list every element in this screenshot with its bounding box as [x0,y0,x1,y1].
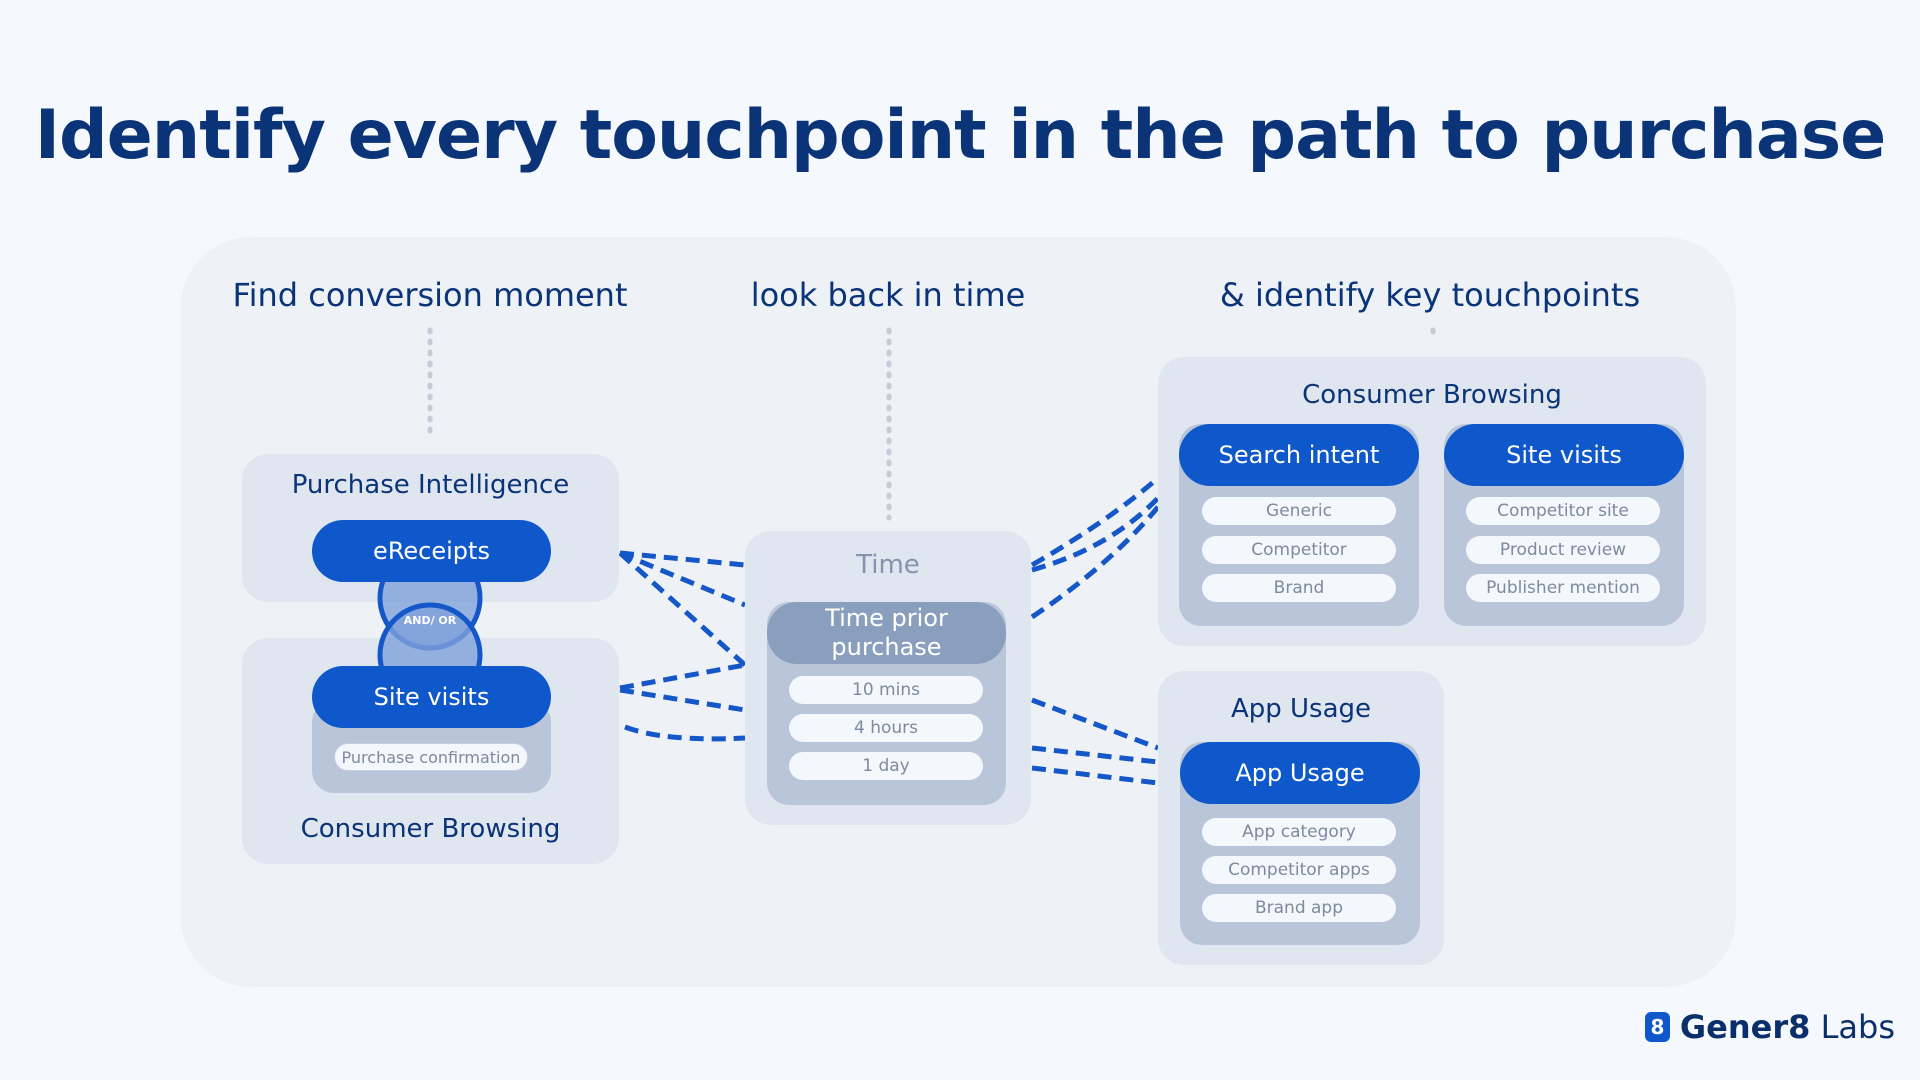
purchase-intelligence-title: Purchase Intelligence [291,470,570,500]
logo-wordmark: Gener8 Labs [1680,1008,1895,1046]
logo-brand: Gener8 [1679,1008,1811,1046]
consumer-browsing-right-title: Consumer Browsing [1302,380,1562,410]
search-chip-generic: Generic [1202,497,1396,525]
search-chip-competitor: Competitor [1202,536,1396,564]
app-chip-app-category: App category [1202,818,1396,846]
ereceipts-pill: eReceipts [312,520,551,582]
consumer-browsing-left-title: Consumer Browsing [300,814,561,844]
time-chip-1-day: 1 day [789,752,983,780]
search-intent-header: Search intent [1179,424,1419,486]
site-visits-left-pill: Site visits [312,666,551,728]
gener8-logo-icon: 8 [1645,1012,1670,1042]
search-chip-brand: Brand [1202,574,1396,602]
and-or-label: AND/ OR [403,614,457,627]
time-prior-purchase-header: Time prior purchase [767,602,1006,664]
app-chip-brand-app: Brand app [1202,894,1396,922]
app-usage-header: App Usage [1180,742,1420,804]
site-visits-right-header: Site visits [1444,424,1684,486]
logo-suffix: Labs [1820,1008,1895,1046]
site-chip-publisher-mention: Publisher mention [1466,574,1660,602]
site-chip-competitor-site: Competitor site [1466,497,1660,525]
page-title: Identify every touchpoint in the path to… [34,96,1887,175]
app-usage-title: App Usage [1230,694,1372,724]
time-title: Time [856,550,920,580]
time-chip-10-mins: 10 mins [789,676,983,704]
column-heading-find-conversion: Find conversion moment [232,276,628,314]
app-chip-competitor-apps: Competitor apps [1202,856,1396,884]
purchase-confirmation-chip: Purchase confirmation [334,743,528,771]
gener8-labs-logo: 8 Gener8 Labs [1645,1007,1895,1047]
time-chip-4-hours: 4 hours [789,714,983,742]
column-heading-look-back: look back in time [750,276,1026,314]
site-chip-product-review: Product review [1466,536,1660,564]
column-heading-identify-touchpoints: & identify key touchpoints [1219,276,1641,314]
